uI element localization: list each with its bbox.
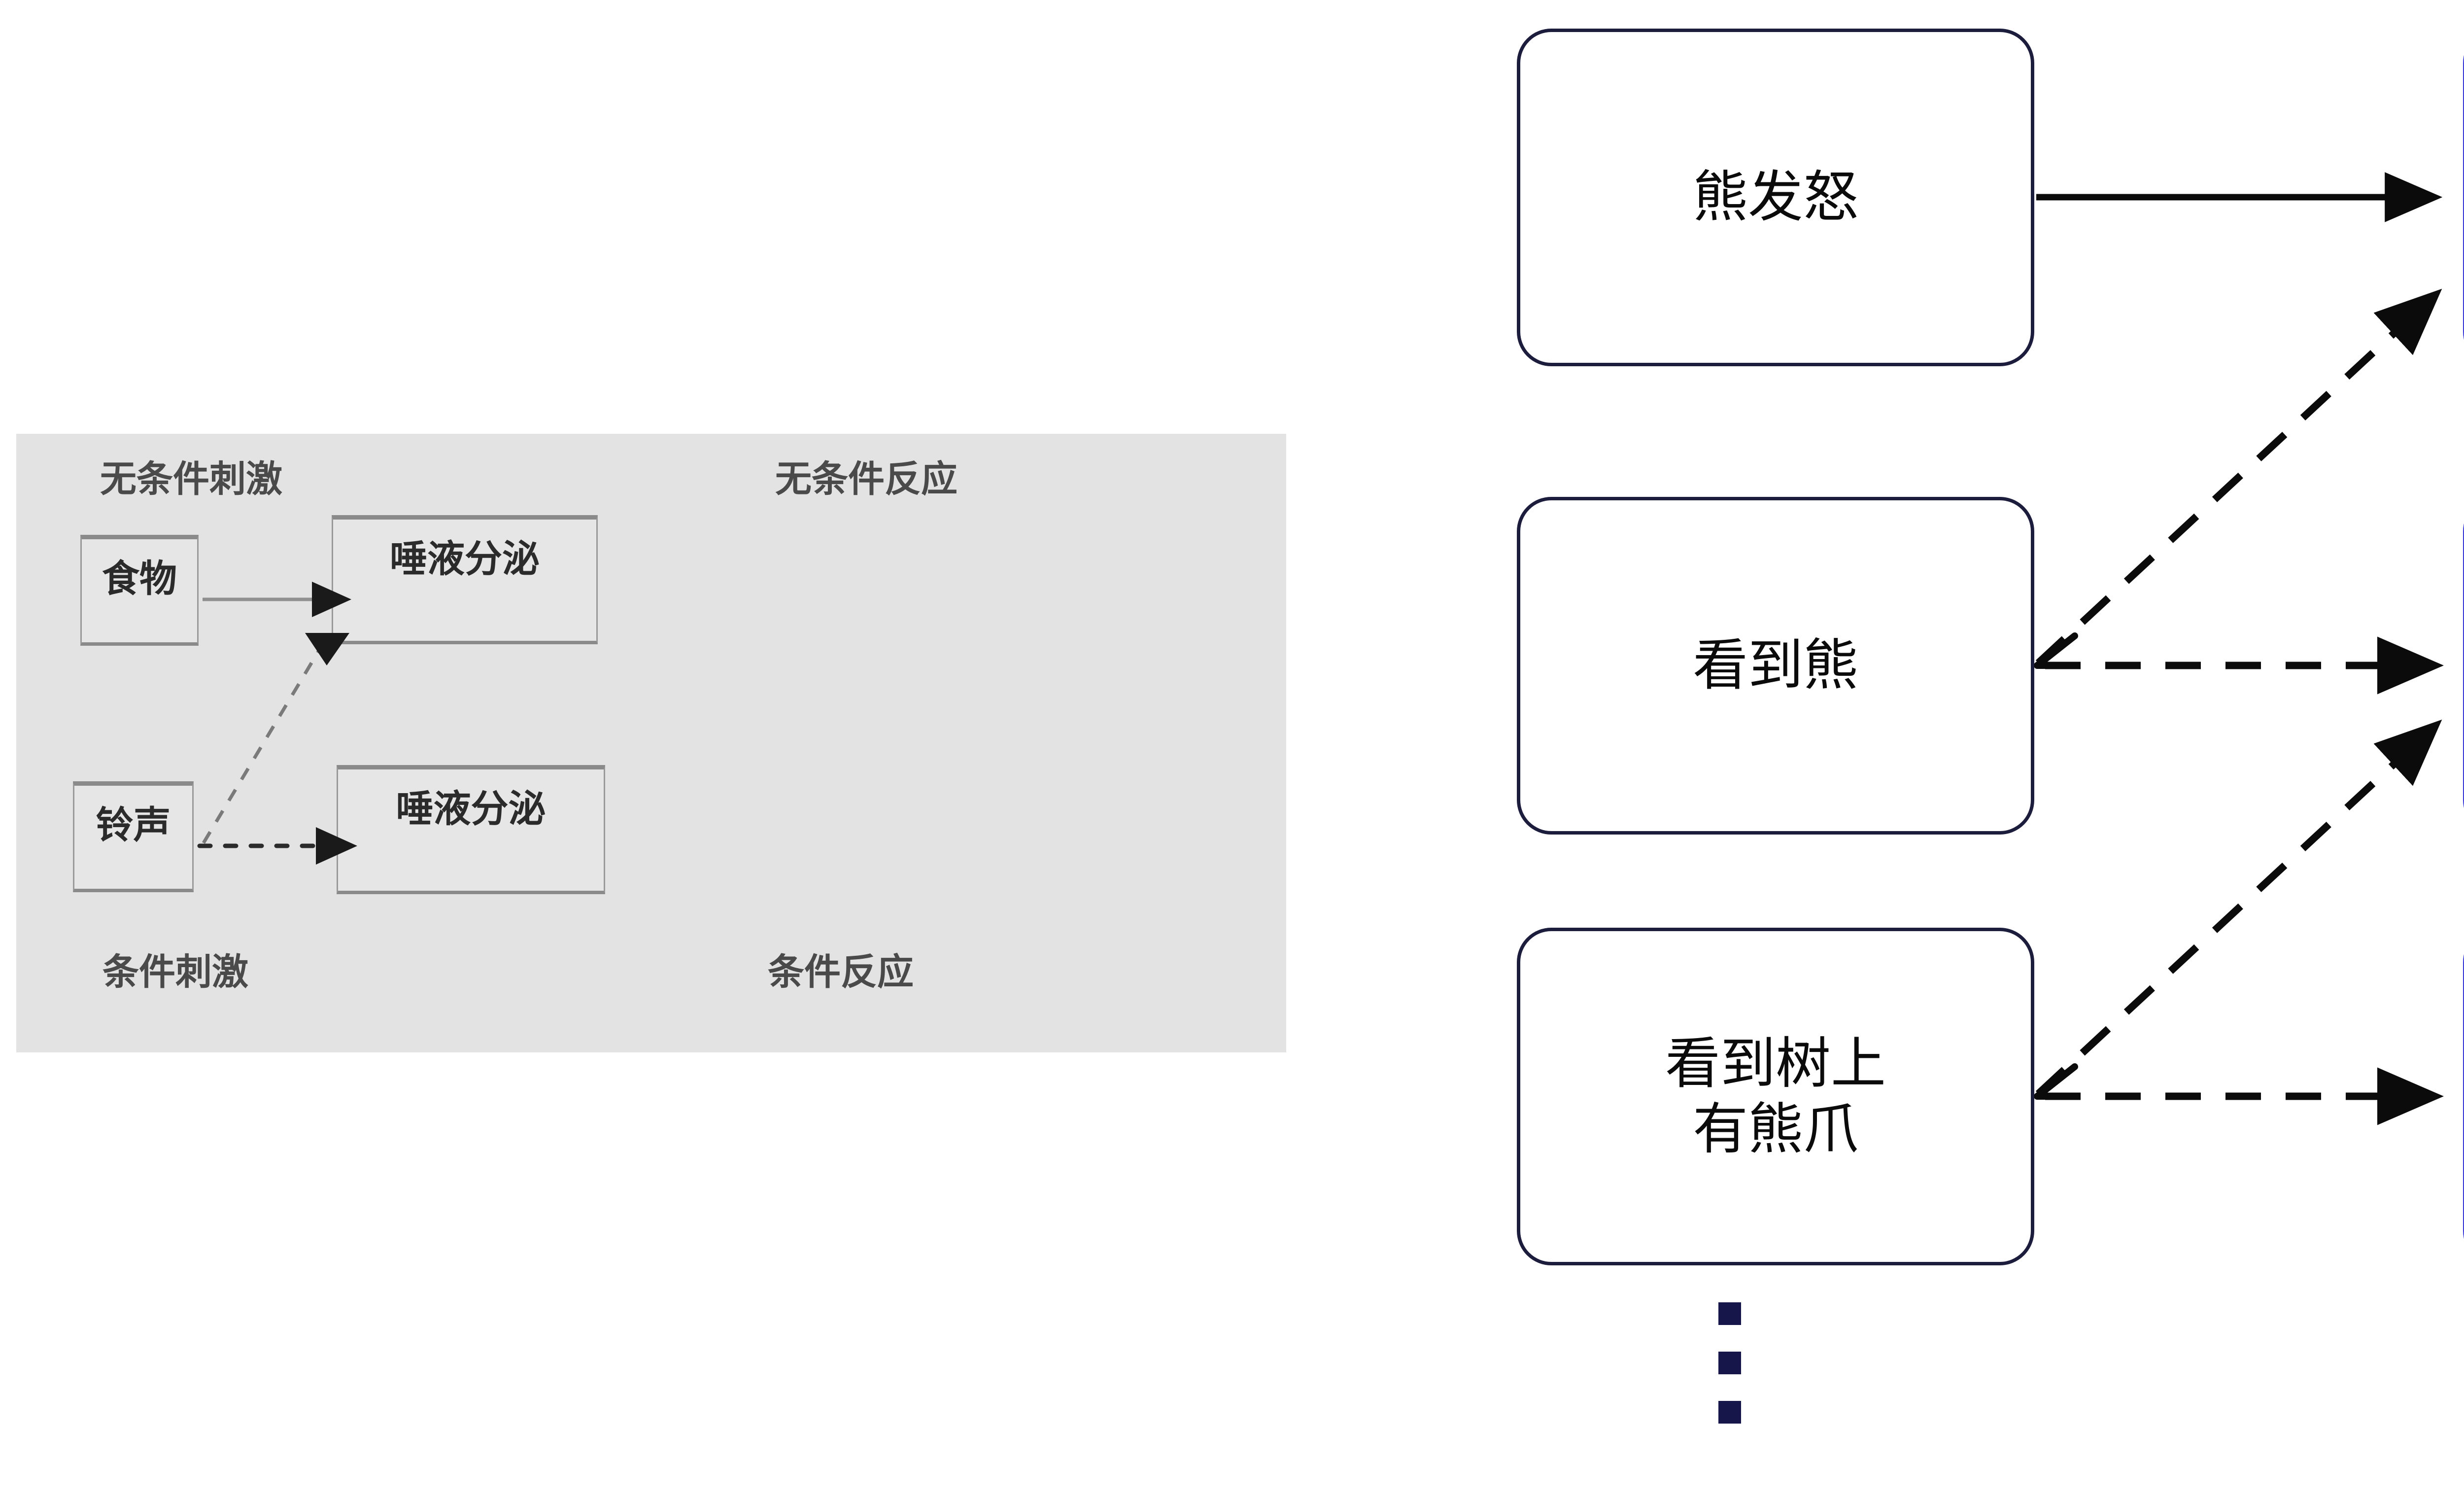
caption-unconditioned-response: 无条件反应 <box>775 458 958 499</box>
edge-bell-to-salivation1-line <box>202 645 324 844</box>
ellipsis-dot <box>1718 1401 1741 1424</box>
box-see-bear-label: 看到熊 <box>1693 634 1858 697</box>
rl-diagram-edges <box>2034 172 2444 1125</box>
arrowhead-bell-to-salivation1 <box>305 633 349 665</box>
arrowhead-bell-to-salivation2 <box>316 827 357 865</box>
caption-unconditioned-stimulus: 无条件刺激 <box>100 458 282 499</box>
rl-diagram: 熊发怒 看到熊 看到树上 有熊爪 奖励 V(s′) V(s) <box>1454 0 2464 1499</box>
box-salivation-conditioned: 唾液分泌 <box>337 765 605 894</box>
arrowhead-into-paw-box <box>2034 1063 2080 1100</box>
box-bear-angry: 熊发怒 <box>1517 29 2034 366</box>
box-bear-angry-label: 熊发怒 <box>1693 166 1858 228</box>
box-food: 食物 <box>80 535 199 646</box>
edge-see-to-reward <box>2035 288 2442 666</box>
box-see-bear: 看到熊 <box>1517 497 2034 835</box>
ellipsis-left-column <box>1718 1302 1741 1424</box>
caption-conditioned-response: 条件反应 <box>768 951 914 992</box>
edge-paw-to-vsp <box>2035 719 2442 1097</box>
box-see-bear-claw-label-line1: 看到树上 <box>1665 1033 1886 1095</box>
classical-conditioning-panel: 无条件刺激 无条件反应 条件刺激 条件反应 食物 铃声 唾液分泌 唾液分泌 <box>16 434 1286 1052</box>
classical-conditioning-edges <box>197 582 357 865</box>
box-salivation-unconditioned: 唾液分泌 <box>332 515 598 644</box>
box-see-bear-claw: 看到树上 有熊爪 <box>1517 928 2034 1265</box>
ellipsis-dot <box>1718 1302 1741 1325</box>
caption-conditioned-stimulus: 条件刺激 <box>103 951 248 992</box>
ellipsis-dot <box>1718 1352 1741 1374</box>
box-see-bear-claw-label-line2: 有熊爪 <box>1693 1098 1858 1160</box>
arrowhead-food-to-salivation <box>312 582 351 617</box>
box-bell: 铃声 <box>73 781 194 892</box>
arrowhead-into-see-box <box>2034 632 2080 669</box>
